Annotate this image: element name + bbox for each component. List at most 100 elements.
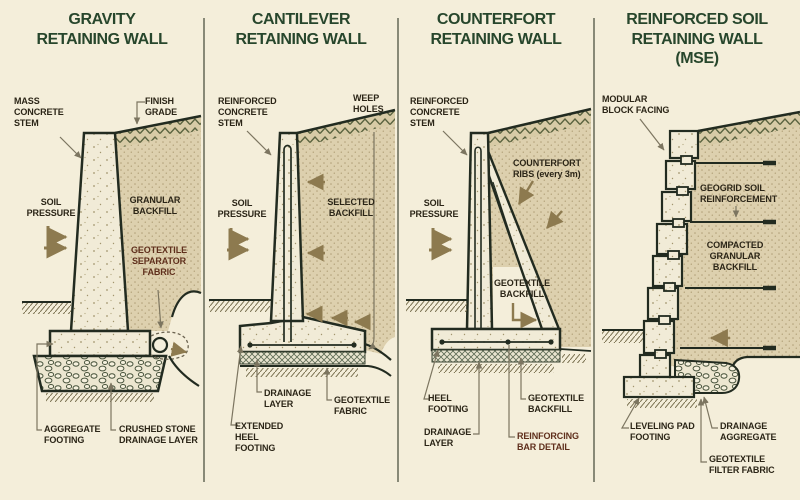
label-geotextile-backfill: GEOTEXTILE BACKFILL (528, 393, 585, 414)
geotextile-wrap-dashed (150, 331, 189, 360)
gravity-wall-diagram (22, 101, 202, 431)
soil-pressure-arrows (44, 226, 68, 259)
label-geotextile-fabric: GEOTEXTILE FABRIC (334, 395, 391, 416)
label-counterfort-ribs: COUNTERFORT RIBS (every 3m) (513, 158, 581, 179)
drainage-layer-leader (473, 361, 483, 435)
finish-grade-line (296, 108, 396, 135)
label-extended-heel-footing: EXTENDED HEEL FOOTING (235, 421, 284, 453)
block-connector-tabs (654, 155, 693, 359)
aggregate-footing-leader (36, 340, 54, 431)
label-finish-grade: FINISH GRADE (145, 96, 178, 117)
cantilever-wall-diagram (209, 108, 396, 426)
subgrade-hatch-right (562, 354, 586, 363)
stem-rebar-hairpin (283, 144, 292, 342)
leveling-pad-shape (622, 375, 696, 399)
ribs-label-arrow (517, 180, 535, 206)
label-geotextile-backfill-pocket: GEOTEXTILE BACKFILL (493, 278, 550, 299)
front-ground-hatch (22, 303, 71, 314)
title-line: COUNTERFORT (436, 11, 556, 28)
leader-lines (620, 118, 740, 463)
finish-grade-leader (133, 101, 145, 125)
geotextile-extension-line (559, 348, 592, 352)
crushed-stone-leader (107, 382, 116, 431)
label-heel-footing: HEEL FOOTING (428, 393, 469, 414)
stem-leader (59, 136, 82, 159)
reinforcing-bar-leader (508, 345, 515, 438)
cut-slope-line (170, 290, 202, 318)
stem-shape (465, 131, 494, 331)
title-line: GRAVITY (68, 11, 136, 28)
label-reinforcing-bar-detail: REINFORCING BAR DETAIL (517, 431, 579, 452)
panel-dividers (203, 18, 595, 482)
subgrade-hatch (46, 393, 154, 402)
drainage-layer-band (431, 349, 561, 363)
label-compacted-granular-backfill: COMPACTED GRANULAR BACKFILL (706, 240, 764, 272)
heel-footing-shape (430, 327, 562, 352)
label-leveling-pad-footing: LEVELING PAD FOOTING (630, 421, 695, 442)
geotextile-fabric-leader (323, 367, 332, 401)
subgrade-hatch (438, 364, 554, 373)
mse-wall-diagram (602, 110, 800, 463)
label-drainage-layer: DRAINAGE LAYER (424, 427, 472, 448)
rebar-dot (548, 339, 554, 345)
soil-pressure-arrows (227, 228, 250, 261)
title-line: (MSE) (675, 50, 719, 68)
label-reinforced-concrete-stem: REINFORCED CONCRETE STEM (410, 96, 469, 128)
panel-title-cantilever: CANTILEVER RETAINING WALL (208, 10, 394, 49)
rebar-dot (351, 342, 357, 348)
grade-hatch-band (297, 110, 395, 147)
backfill-flow-arrows (305, 173, 371, 331)
title-line: RETAINING WALL (631, 30, 763, 48)
subgrade-hatch (246, 368, 358, 377)
stem-shape (269, 131, 305, 323)
rebar-dot (247, 342, 253, 348)
drainage-layer-band (239, 351, 366, 365)
panel-title-gravity: GRAVITY RETAINING WALL (4, 10, 200, 49)
finish-grade-line (487, 107, 592, 135)
front-slope-line (168, 355, 200, 387)
title-line: RETAINING WALL (36, 30, 168, 48)
grade-hatch-band (115, 116, 201, 148)
grade-hatch-band (488, 109, 591, 147)
front-ground-hatch (209, 301, 270, 312)
leader-lines (36, 101, 164, 431)
subgrade-hatch (627, 399, 697, 408)
modular-blocks (638, 129, 700, 379)
geotextile-filter-leader (697, 398, 707, 463)
label-aggregate-footing: AGGREGATE FOOTING (44, 424, 101, 445)
panel-title-counterfort: COUNTERFORT RETAINING WALL (402, 10, 590, 49)
label-geogrid-soil-reinforcement: GEOGRID SOIL REINFORCEMENT (700, 183, 778, 204)
weep-exit-line (364, 342, 392, 361)
backfill-area (115, 116, 201, 331)
front-ground-hatch (406, 301, 467, 312)
label-soil-pressure: SOIL PRESSURE (26, 197, 76, 218)
drainage-aggregate-leader (702, 396, 718, 429)
rebar-dot (505, 339, 511, 345)
panel-title-mse: REINFORCED SOIL RETAINING WALL (MSE) (598, 10, 796, 69)
leader-lines (230, 130, 377, 426)
backfill-area (670, 112, 800, 369)
rebar-dot (439, 339, 445, 345)
title-line: RETAINING WALL (430, 30, 562, 48)
geotextile-backfill-leader (517, 357, 526, 400)
stem-rebar-hairpin (474, 146, 482, 341)
title-line: RETAINING WALL (235, 30, 367, 48)
label-drainage-layer: DRAINAGE LAYER (264, 388, 312, 409)
excavation-line (730, 355, 800, 370)
label-soil-pressure: SOIL PRESSURE (409, 198, 459, 219)
modular-block-leader (639, 118, 665, 151)
label-soil-pressure: SOIL PRESSURE (217, 198, 267, 219)
aggregate-footing-shape (48, 329, 152, 358)
drain-pipe (151, 336, 169, 354)
finish-grade-line (697, 110, 800, 133)
heel-footing-leader (423, 349, 440, 400)
drainage-layer-leader (253, 359, 262, 393)
backfill-arrow (546, 210, 564, 229)
front-ground-hatch (602, 331, 648, 343)
label-modular-block-facing: MODULAR BLOCK FACING (602, 94, 670, 115)
label-geotextile-separator-fabric: GEOTEXTILE SEPARATOR FABRIC (130, 245, 187, 277)
label-granular-backfill: GRANULAR BACKFILL (129, 195, 181, 216)
label-geotextile-filter-fabric: GEOTEXTILE FILTER FABRIC (709, 454, 775, 475)
